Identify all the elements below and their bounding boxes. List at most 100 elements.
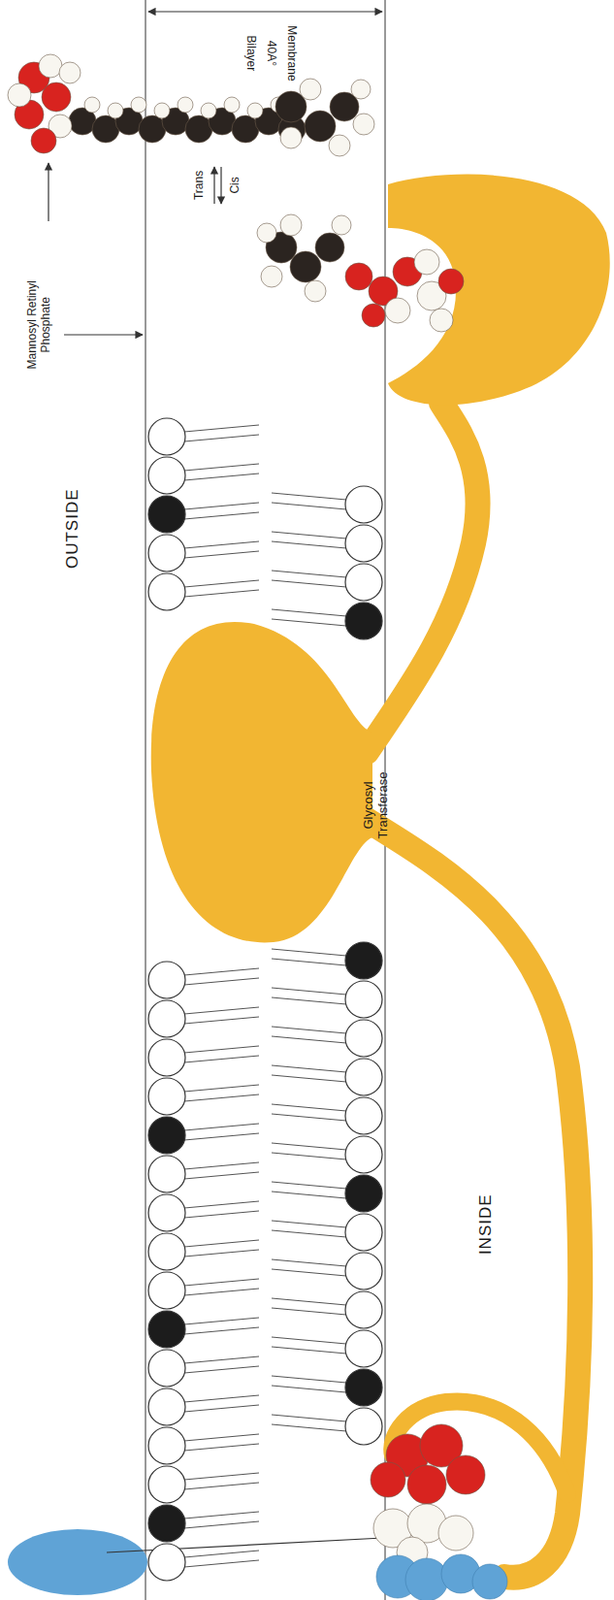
tether-line: [106, 1537, 384, 1552]
lipid-tail: [271, 958, 347, 966]
lipid-tail: [271, 1152, 347, 1160]
lipid-head: [148, 573, 186, 611]
lipid-tail: [271, 1142, 347, 1150]
lipid-head: [345, 602, 383, 640]
white-sugar: [438, 1515, 474, 1551]
lipid-tail: [184, 1404, 259, 1412]
lipid-tail: [271, 1026, 347, 1034]
lipid-tail: [184, 1433, 259, 1441]
retinyl-ring: [290, 251, 322, 283]
lipid-tail: [184, 502, 259, 510]
lipid-tail: [184, 1055, 259, 1063]
retinyl-chain: [154, 102, 170, 119]
lipid-head: [345, 563, 383, 601]
lipid-tail: [271, 1414, 347, 1422]
leader-arrow: [64, 333, 143, 335]
lipid-head: [148, 1543, 186, 1581]
lipid-tail: [271, 1346, 347, 1354]
retinyl-ring: [280, 127, 302, 149]
lipid-head: [345, 1213, 383, 1251]
lipid-head: [345, 524, 383, 562]
lipid-tail: [184, 968, 259, 975]
lipid-tail: [184, 1239, 259, 1247]
blue-protein-part: [405, 1557, 449, 1600]
retinyl-ring: [257, 223, 277, 243]
lipid-tail: [184, 1520, 259, 1528]
retinyl-ring: [304, 110, 336, 142]
retinyl-ring: [299, 78, 322, 100]
lipid-tail: [184, 473, 259, 481]
retinyl-ring: [351, 79, 371, 99]
lipid-head: [148, 1465, 186, 1503]
lipid-tail: [271, 492, 347, 500]
lipid-head: [345, 1174, 383, 1212]
lipid-tail: [184, 1132, 259, 1140]
lipid-head: [345, 1058, 383, 1096]
retinyl-ring: [328, 134, 351, 157]
lipid-tail: [184, 589, 259, 597]
mannose-sugar: [7, 83, 32, 107]
lipid-tail: [271, 1385, 347, 1392]
lipid-head: [148, 1232, 186, 1270]
lipid-head: [148, 1504, 186, 1542]
lipid-head: [148, 1000, 186, 1037]
mannose-sugar: [41, 82, 71, 112]
lipid-head: [345, 941, 383, 979]
lipid-tail: [271, 1113, 347, 1121]
lipid-tail: [184, 1288, 259, 1295]
lipid-head: [345, 980, 383, 1018]
red-sugar: [407, 1464, 447, 1504]
lipid-tail: [184, 1006, 259, 1014]
retinyl-chain: [138, 115, 166, 143]
lipid-tail: [271, 570, 347, 578]
lipid-tail: [184, 1094, 259, 1101]
mannose-sugar: [414, 249, 440, 275]
mannose-sugar: [385, 297, 411, 324]
lipid-tail: [184, 1550, 259, 1557]
lipid-head: [345, 1291, 383, 1328]
lipid-tail: [184, 1084, 259, 1092]
lipid-tail: [184, 550, 259, 558]
lipid-tail: [184, 434, 259, 442]
mannose-sugar: [59, 62, 81, 84]
lipid-tail: [271, 1229, 347, 1237]
lipid-head: [148, 961, 186, 999]
lipid-tail: [271, 1336, 347, 1344]
lipid-head: [148, 1388, 186, 1425]
lipid-tail: [184, 580, 259, 587]
lipid-head: [148, 418, 186, 455]
lipid-tail: [271, 1035, 347, 1043]
lipid-tail: [184, 1365, 259, 1373]
mannose-sugar: [345, 262, 373, 291]
lipid-tail: [271, 987, 347, 995]
mannose-sugar: [361, 303, 386, 327]
lipid-tail: [271, 1259, 347, 1266]
lipid-tail: [184, 1171, 259, 1179]
lipid-tail: [271, 618, 347, 626]
enzyme-outline: [147, 606, 373, 956]
retinyl-ring: [315, 232, 345, 262]
lipid-head: [345, 1252, 383, 1290]
enzyme-lower-arm: [366, 819, 581, 1578]
equilibrium-arrow: [213, 166, 215, 204]
dimension-label: Membrane: [284, 25, 298, 81]
lipid-tail: [271, 531, 347, 539]
dimension-arrow: [148, 10, 383, 12]
lipid-tail: [271, 541, 347, 549]
lipid-head: [345, 1135, 383, 1173]
lipid-tail: [184, 1016, 259, 1024]
lipid-tail: [184, 541, 259, 549]
lipid-head: [345, 1329, 383, 1367]
enzyme-shape: [151, 621, 373, 943]
dimension-label: 40A°: [263, 40, 278, 66]
retinyl-chain: [92, 115, 120, 143]
lipid-tail: [271, 1307, 347, 1315]
lipid-tail: [271, 1268, 347, 1276]
lipid-tail: [184, 1045, 259, 1053]
molecule-label: Mannosyl Retinyl Phosphate: [25, 264, 53, 387]
retinyl-chain: [231, 115, 259, 143]
mannose-sugar: [38, 54, 63, 78]
lipid-tail: [184, 1482, 259, 1489]
lipid-tail: [271, 1103, 347, 1111]
lipid-tail: [184, 1559, 259, 1567]
